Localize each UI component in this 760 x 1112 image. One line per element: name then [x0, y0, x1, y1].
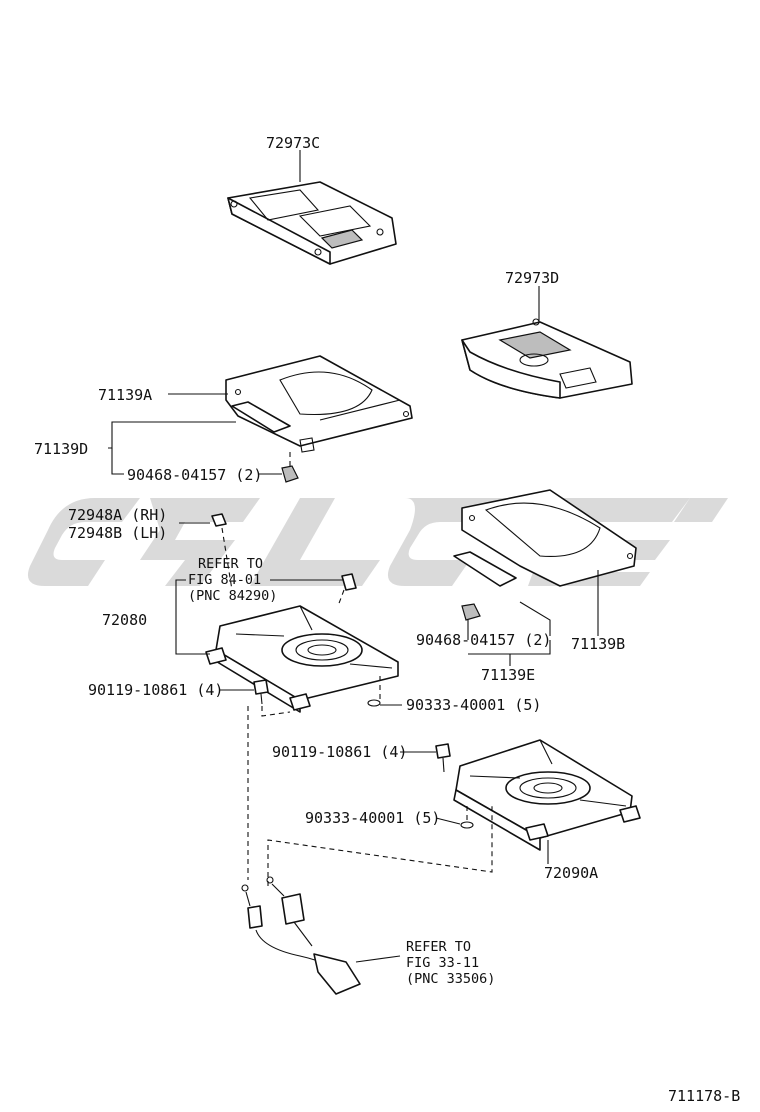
label-90468-top: 90468-04157 (2): [127, 466, 262, 484]
label-71139A: 71139A: [98, 386, 152, 404]
label-71139E: 71139E: [481, 666, 535, 684]
part-90468-clip-right: [461, 603, 481, 621]
figure-id: 711178-B: [668, 1087, 740, 1105]
label-90333-right: 90333-40001 (5): [305, 809, 440, 827]
label-72090A: 72090A: [544, 864, 598, 882]
label-72080: 72080: [102, 611, 147, 629]
part-72948-bolt: [211, 513, 233, 591]
part-90119-bolt-right: [435, 743, 451, 773]
part-71139A-drawing: [225, 355, 413, 453]
part-72973C-drawing: [227, 181, 397, 265]
label-pnc-33506: (PNC 33506): [406, 971, 495, 987]
part-90119-bolt-left: [253, 679, 291, 717]
part-90468-clip-top: [281, 452, 299, 483]
part-cable-harness: [241, 706, 493, 995]
part-90333-washer-left: [367, 699, 381, 707]
part-72090A-drawing: [453, 739, 641, 851]
label-72948A: 72948A (RH): [68, 506, 167, 524]
label-fig-33-11: FIG 33-11: [406, 955, 479, 971]
label-pnc-84290: (PNC 84290): [188, 588, 277, 604]
label-71139D: 71139D: [34, 440, 88, 458]
part-71139B-drawing: [453, 489, 637, 587]
part-90333-washer-right: [460, 806, 474, 829]
label-refer-to-33: REFER TO: [406, 939, 471, 955]
label-90333-left: 90333-40001 (5): [406, 696, 541, 714]
label-90468-right: 90468-04157 (2): [416, 631, 551, 649]
label-90119-right: 90119-10861 (4): [272, 743, 407, 761]
label-fig-84-01: FIG 84-01: [188, 572, 261, 588]
label-72973C: 72973C: [266, 134, 320, 152]
label-71139B: 71139B: [571, 635, 625, 653]
label-72948B: 72948B (LH): [68, 524, 167, 542]
part-72973D-drawing: [461, 318, 633, 399]
label-refer-to-84: REFER TO: [198, 556, 263, 572]
leader-lines: [108, 150, 599, 963]
label-90119-left: 90119-10861 (4): [88, 681, 223, 699]
label-72973D: 72973D: [505, 269, 559, 287]
